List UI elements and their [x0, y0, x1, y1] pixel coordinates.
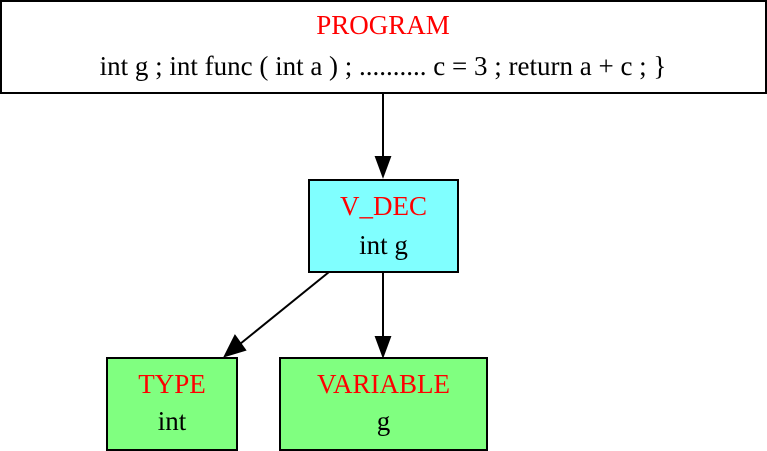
node-variable-box: [279, 357, 488, 451]
node-program-title: PROGRAM: [316, 10, 450, 40]
edge-v-dec-to-variable: [374, 272, 392, 359]
node-type-box: [106, 357, 238, 451]
node-program-box: [0, 0, 767, 94]
node-v-dec: V_DEC int g: [308, 179, 459, 273]
node-v-dec-text: int g: [359, 230, 408, 260]
node-variable-text: g: [377, 406, 391, 436]
edge-program-to-v-dec: [374, 93, 392, 179]
node-type-text: int: [158, 406, 187, 436]
node-program: PROGRAM int g ; int func ( int a ) ; ...…: [0, 0, 767, 94]
node-variable-title: VARIABLE: [317, 369, 450, 399]
edge-v-dec-to-type: [223, 271, 330, 358]
node-v-dec-title: V_DEC: [340, 191, 427, 221]
node-program-text: int g ; int func ( int a ) ; .......... …: [100, 51, 667, 81]
node-v-dec-box: [308, 179, 459, 273]
node-type: TYPE int: [106, 357, 238, 451]
node-variable: VARIABLE g: [279, 357, 488, 451]
node-type-title: TYPE: [138, 369, 206, 399]
